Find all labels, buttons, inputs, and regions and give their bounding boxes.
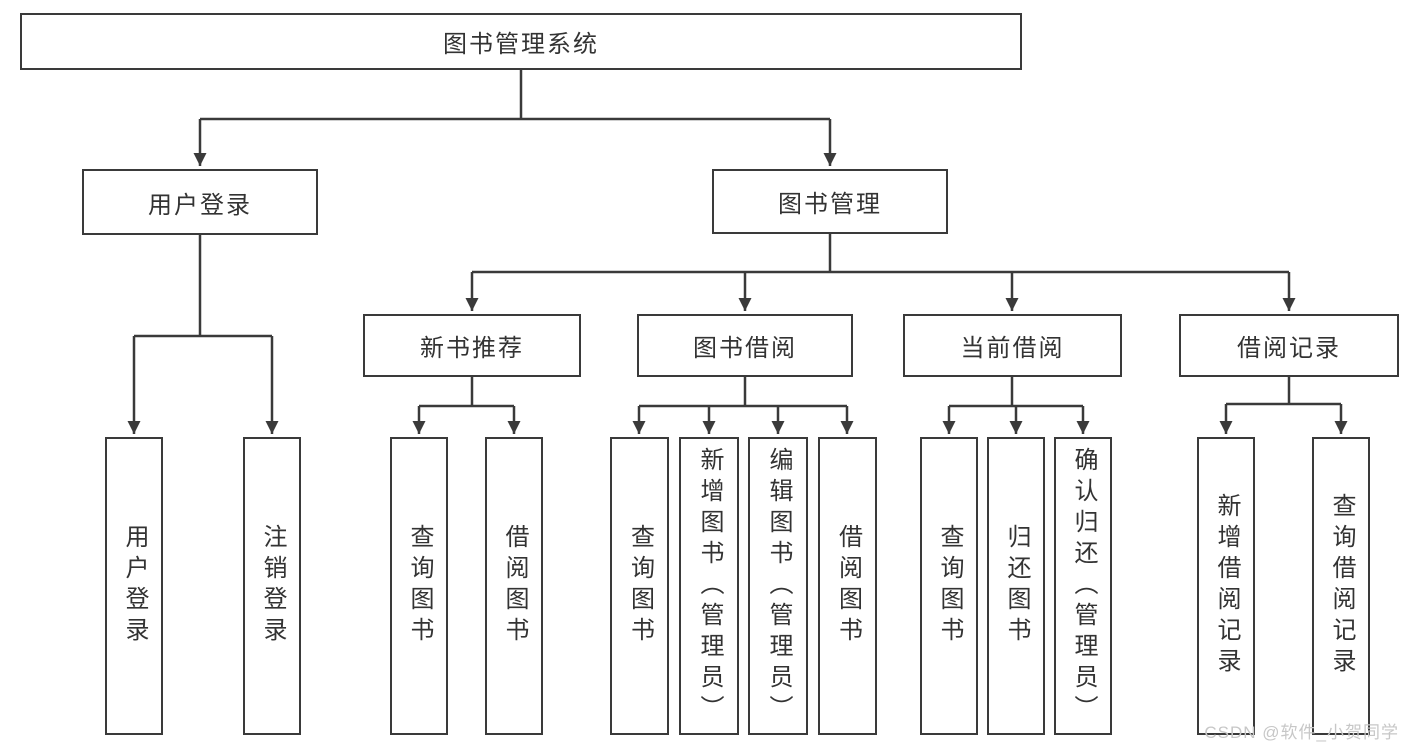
leaf-return-book: 归还图书 [987, 437, 1045, 735]
leaf-confirm-return-admin-label: 确认归还（管理员） [1070, 446, 1097, 726]
leaf-add-borrow-record: 新增借阅记录 [1197, 437, 1255, 735]
leaf-query-book-2: 查询图书 [610, 437, 669, 735]
node-current-borrow: 当前借阅 [903, 314, 1122, 377]
leaf-user-login-label: 用户登录 [121, 524, 148, 648]
leaf-query-borrow-record-label: 查询借阅记录 [1328, 493, 1355, 679]
leaf-borrow-book-2: 借阅图书 [818, 437, 877, 735]
leaf-add-book-admin-label: 新增图书（管理员） [696, 446, 723, 726]
node-current-borrow-label: 当前借阅 [960, 335, 1065, 362]
leaf-add-borrow-record-label: 新增借阅记录 [1213, 493, 1240, 679]
leaf-query-book-1-label: 查询图书 [406, 524, 433, 648]
node-new-book-recommend: 新书推荐 [363, 314, 581, 377]
node-user-login-label: 用户登录 [148, 191, 252, 219]
leaf-user-login: 用户登录 [105, 437, 163, 735]
leaf-add-book-admin: 新增图书（管理员） [679, 437, 739, 735]
node-borrow-record: 借阅记录 [1179, 314, 1399, 377]
leaf-confirm-return-admin: 确认归还（管理员） [1054, 437, 1112, 735]
leaf-borrow-book-2-label: 借阅图书 [834, 524, 862, 648]
leaf-query-book-1: 查询图书 [390, 437, 448, 735]
leaf-borrow-book-1: 借阅图书 [485, 437, 543, 735]
node-book-management-label: 图书管理 [778, 191, 882, 218]
leaf-return-book-label: 归还图书 [1003, 524, 1030, 648]
node-root-system-label: 图书管理系统 [443, 31, 599, 58]
node-book-management: 图书管理 [712, 169, 948, 234]
leaf-borrow-book-1-label: 借阅图书 [501, 524, 528, 648]
leaf-logout: 注销登录 [243, 437, 301, 735]
leaf-edit-book-admin-label: 编辑图书（管理员） [765, 446, 792, 726]
leaf-query-book-2-label: 查询图书 [626, 524, 654, 648]
leaf-query-book-3-label: 查询图书 [936, 524, 963, 648]
leaf-logout-label: 注销登录 [259, 524, 286, 648]
node-book-borrow: 图书借阅 [637, 314, 853, 377]
leaf-edit-book-admin: 编辑图书（管理员） [748, 437, 808, 735]
leaf-query-borrow-record: 查询借阅记录 [1312, 437, 1370, 735]
csdn-watermark: CSDN @软件_小贺同学 [1204, 723, 1399, 742]
node-root-system: 图书管理系统 [20, 13, 1022, 70]
leaf-query-book-3: 查询图书 [920, 437, 978, 735]
node-borrow-record-label: 借阅记录 [1237, 335, 1341, 362]
node-book-borrow-label: 图书借阅 [693, 335, 797, 362]
node-new-book-recommend-label: 新书推荐 [420, 335, 524, 362]
node-user-login: 用户登录 [82, 169, 318, 235]
